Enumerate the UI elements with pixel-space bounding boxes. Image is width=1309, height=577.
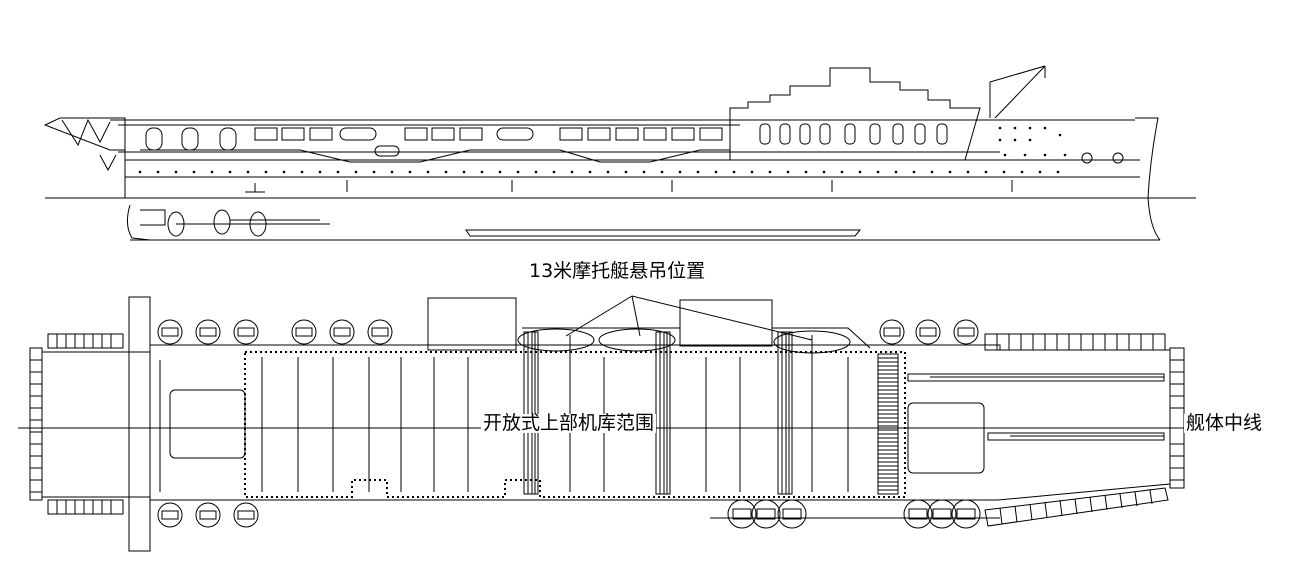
plan-view bbox=[18, 295, 1185, 552]
stern-beam bbox=[128, 296, 151, 552]
side-elevation bbox=[43, 65, 1196, 241]
forward-elevator bbox=[907, 402, 985, 474]
island-superstructure bbox=[729, 67, 981, 161]
bow-profile bbox=[1135, 117, 1161, 241]
gun-tubs-port bbox=[157, 319, 979, 345]
portholes bbox=[138, 126, 1067, 174]
open-hangar-outline bbox=[244, 351, 906, 498]
crane bbox=[989, 65, 1046, 119]
leader-lines bbox=[565, 295, 813, 341]
crash-barriers bbox=[523, 331, 793, 495]
propellers bbox=[140, 209, 330, 237]
anchor-hawse bbox=[1081, 152, 1093, 164]
arrester-wires bbox=[159, 335, 849, 492]
stern-gallery bbox=[29, 333, 124, 515]
gun-tubs-starboard bbox=[157, 499, 1000, 529]
anchor-hawse bbox=[1112, 152, 1124, 164]
aft-elevator bbox=[169, 389, 246, 459]
island-plan bbox=[427, 297, 517, 351]
boat-davit-label: 13米摩托艇悬吊位置 bbox=[529, 260, 706, 282]
side-windows bbox=[254, 127, 723, 141]
wind-screen bbox=[877, 353, 899, 495]
stern-truss bbox=[43, 117, 126, 172]
island-plan-2 bbox=[679, 299, 773, 347]
bilge-keel bbox=[465, 229, 862, 237]
centerline-label: 舰体中线 bbox=[1184, 412, 1265, 434]
bow-gallery bbox=[984, 333, 1185, 527]
open-hangar-label: 开放式上部机库范围 bbox=[481, 412, 657, 434]
boat-davit-ellipses bbox=[517, 328, 851, 354]
